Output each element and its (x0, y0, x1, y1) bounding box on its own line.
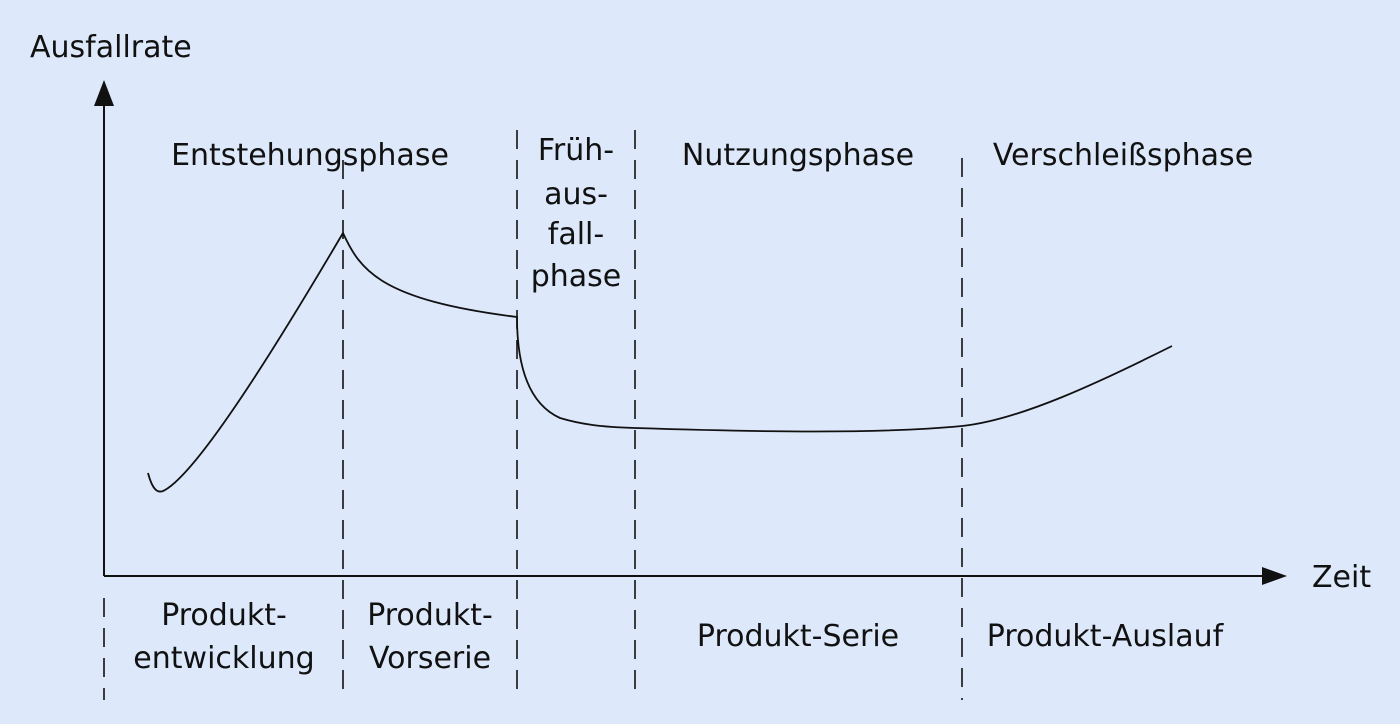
x-axis-label: Zeit (1312, 560, 1371, 595)
phase-fruehausfall-line-3: fall- (548, 217, 604, 252)
stage-serie-label: Produkt-Serie (697, 619, 899, 654)
stage-auslauf-label: Produkt-Auslauf (987, 619, 1225, 654)
phase-fruehausfall-line-2: aus- (544, 177, 608, 212)
x-axis-arrow-icon (1262, 567, 1287, 585)
failure-rate-curve (147, 231, 1173, 493)
stage-vorserie-line-2: Vorserie (369, 641, 491, 676)
y-axis-arrow-icon (94, 80, 114, 106)
stage-entwicklung-line-1: Produkt- (161, 598, 287, 633)
stage-vorserie-line-1: Produkt- (367, 598, 493, 633)
phase-entstehung-label: Entstehungsphase (171, 138, 449, 173)
stage-entwicklung-line-2: entwicklung (133, 641, 314, 676)
phase-fruehausfall-line-1: Früh- (538, 133, 614, 168)
phase-nutzung-label: Nutzungsphase (682, 138, 914, 173)
y-axis-label: Ausfallrate (30, 30, 192, 65)
phase-fruehausfall-line-4: phase (531, 259, 622, 294)
phase-verschleiss-label: Verschleißsphase (993, 138, 1253, 173)
